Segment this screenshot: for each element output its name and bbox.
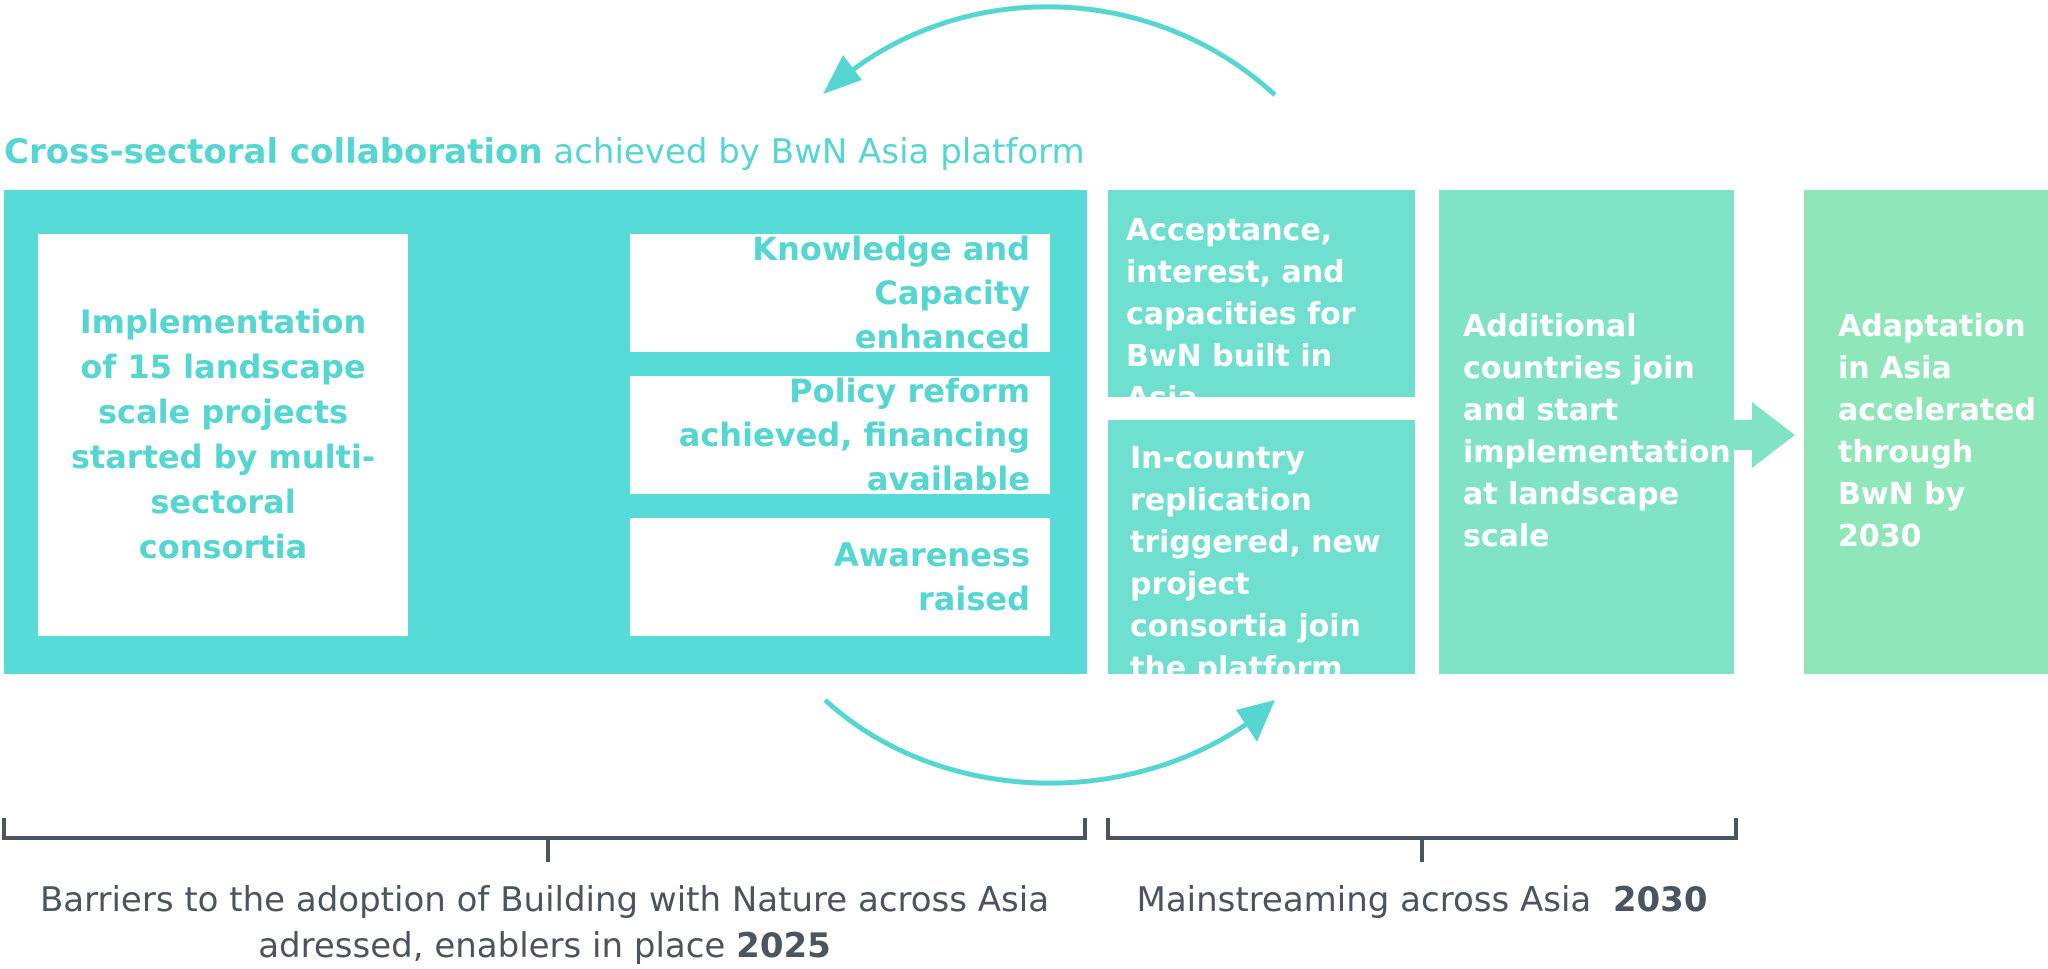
bracket-right	[1106, 818, 1738, 862]
header-title-bold: Cross-sectoral collaboration	[4, 132, 543, 172]
implementation-box: Implementation of 15 landscape scale pro…	[38, 234, 408, 636]
awareness-box: Awareness raised	[630, 518, 1050, 636]
implementation-text: Implementation of 15 landscape scale pro…	[70, 303, 376, 566]
right-arrow	[1734, 402, 1795, 468]
bracket-left-line1: Barriers to the adoption of Building wit…	[39, 880, 1050, 920]
bottom-cycle-arrow	[823, 698, 1257, 786]
additional-countries-box: Additional countries join and start impl…	[1439, 190, 1734, 674]
header-title: Cross-sectoral collaboration achieved by…	[4, 132, 1085, 172]
policy-box: Policy reform achieved, financing availa…	[630, 372, 1050, 498]
bracket-left	[2, 818, 1087, 862]
top-cycle-arrow	[838, 4, 1277, 97]
knowledge-text: Knowledge and Capacity enhanced	[752, 230, 1030, 356]
top-cycle-arrowhead	[823, 55, 862, 94]
adaptation-box: Adaptation in Asia accelerated through B…	[1804, 190, 2048, 674]
adaptation-text: Adaptation in Asia accelerated through B…	[1838, 309, 2036, 554]
bracket-right-year: 2030	[1612, 880, 1708, 920]
replication-box: In-country replication triggered, new pr…	[1108, 420, 1415, 686]
bracket-left-line2-text: adressed, enablers in place	[258, 926, 737, 966]
bracket-right-caption: Mainstreaming across Asia 2030	[1108, 877, 1736, 923]
replication-text: In-country replication triggered, new pr…	[1130, 441, 1381, 686]
bracket-left-caption: Barriers to the adoption of Building wit…	[4, 877, 1085, 969]
bottom-cycle-arrowhead	[1236, 700, 1275, 742]
bracket-left-line2: adressed, enablers in place 2025	[4, 923, 1085, 969]
acceptance-text: Acceptance, interest, and capacities for…	[1126, 213, 1356, 416]
acceptance-box: Acceptance, interest, and capacities for…	[1108, 190, 1415, 416]
bracket-left-year: 2025	[736, 926, 831, 966]
header-title-rest: achieved by BwN Asia platform	[542, 132, 1085, 172]
bracket-right-text: Mainstreaming across Asia	[1136, 880, 1613, 920]
awareness-text: Awareness raised	[834, 536, 1030, 618]
additional-countries-text: Additional countries join and start impl…	[1463, 309, 1731, 554]
policy-text: Policy reform achieved, financing availa…	[678, 372, 1030, 498]
knowledge-box: Knowledge and Capacity enhanced	[630, 230, 1050, 356]
